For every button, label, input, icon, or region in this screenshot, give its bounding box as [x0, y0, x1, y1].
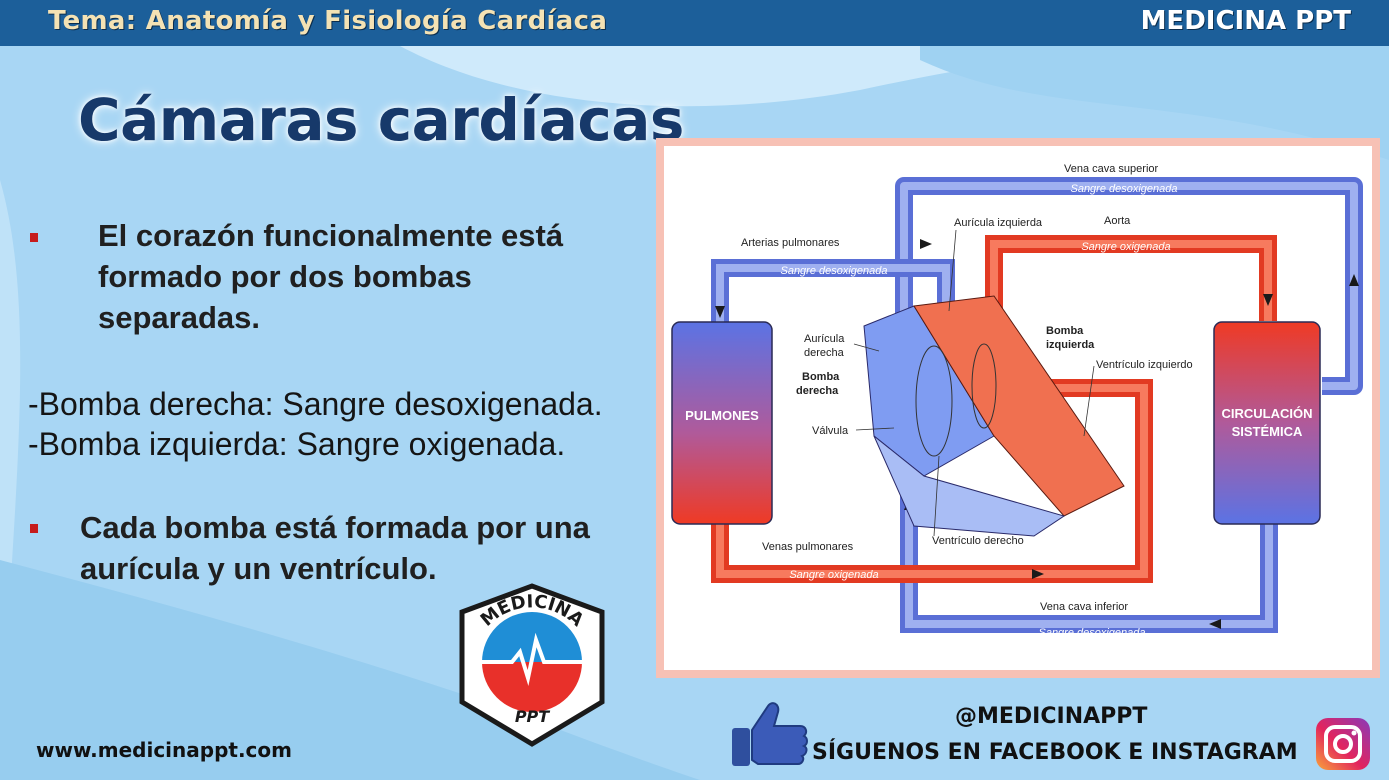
bullet-marker — [30, 233, 38, 242]
bullet-line: El corazón funcionalmente está — [98, 218, 564, 253]
deox-vessel-top — [895, 177, 1363, 395]
label-bomba-izquierda: Bomba — [1046, 325, 1084, 337]
bullet-line: separadas. — [98, 300, 260, 335]
instagram-icon[interactable] — [1314, 716, 1372, 772]
bullet-text: El corazón funcionalmente está formado p… — [98, 215, 563, 338]
flow-label-ox-top: Sangre oxigenada — [1081, 241, 1170, 253]
bullet-line: Cada bomba está formada por una — [80, 510, 590, 545]
label-vena-cava-inferior: Vena cava inferior — [1040, 601, 1128, 613]
flow-label-deox-top: Sangre desoxigenada — [1070, 183, 1177, 195]
deox-vessel-bottom — [900, 486, 1278, 633]
social-handle[interactable]: @MEDICINAPPT — [955, 704, 1148, 729]
flow-label-deox-bottom: Sangre desoxigenada — [1038, 627, 1145, 639]
label-auricula-izquierda: Aurícula izquierda — [954, 217, 1043, 229]
bullet-text: Cada bomba está formada por una aurícula… — [80, 507, 590, 589]
bullet-line: aurícula y un ventrículo. — [80, 551, 437, 586]
pump-left-text: -Bomba izquierda: Sangre oxigenada. — [28, 426, 566, 462]
pump-right-text: -Bomba derecha: Sangre desoxigenada. — [28, 386, 603, 422]
header-bar: Tema: Anatomía y Fisiología Cardíaca MED… — [0, 0, 1389, 46]
follow-text: SÍGUENOS EN FACEBOOK E INSTAGRAM — [812, 740, 1298, 765]
flow-label-deox-pulm: Sangre desoxigenada — [780, 265, 887, 277]
thumbs-up-icon[interactable] — [728, 698, 810, 770]
label-arterias-pulmonares: Arterias pulmonares — [741, 237, 840, 249]
brand-name: MEDICINA PPT — [1140, 6, 1351, 36]
leader-lines — [853, 229, 1095, 537]
label-auricula-derecha: Aurícula — [804, 333, 845, 345]
systemic-label: CIRCULACIÓN — [1222, 406, 1313, 421]
label-auricula-derecha: derecha — [804, 347, 845, 359]
label-ventriculo-derecho: Ventrículo derecho — [932, 535, 1024, 547]
heart-pumps — [863, 295, 1125, 537]
flow-label-ox-bottom: Sangre oxigenada — [789, 569, 878, 581]
lungs-label: PULMONES — [685, 408, 759, 423]
label-valvula: Válvula — [812, 425, 849, 437]
label-bomba-derecha: derecha — [796, 385, 839, 397]
label-venas-pulmonares: Venas pulmonares — [762, 541, 854, 553]
systemic-label: SISTÉMICA — [1232, 424, 1303, 439]
label-vena-cava-superior: Vena cava superior — [1064, 163, 1159, 175]
circulation-diagram: PULMONES CIRCULACIÓN SISTÉMICA Sangre de… — [664, 146, 1372, 670]
website-url[interactable]: www.medicinappt.com — [36, 738, 292, 762]
topic-title: Tema: Anatomía y Fisiología Cardíaca — [48, 6, 608, 36]
bullet-line: formado por dos bombas — [98, 259, 472, 294]
flow-arrows — [715, 239, 1359, 629]
label-ventriculo-izquierdo: Ventrículo izquierdo — [1096, 359, 1193, 371]
logo-sub-text: PPT — [515, 707, 550, 726]
label-bomba-derecha: Bomba — [802, 371, 840, 383]
label-aorta: Aorta — [1104, 215, 1131, 227]
bullet-marker — [30, 524, 38, 533]
label-bomba-izquierda: izquierda — [1046, 339, 1095, 351]
systemic-box: CIRCULACIÓN SISTÉMICA — [1213, 321, 1321, 525]
slide-title: Cámaras cardíacas — [78, 86, 684, 154]
medicina-ppt-logo: MEDICINA PPT — [459, 583, 605, 747]
lungs-box: PULMONES — [671, 321, 773, 525]
